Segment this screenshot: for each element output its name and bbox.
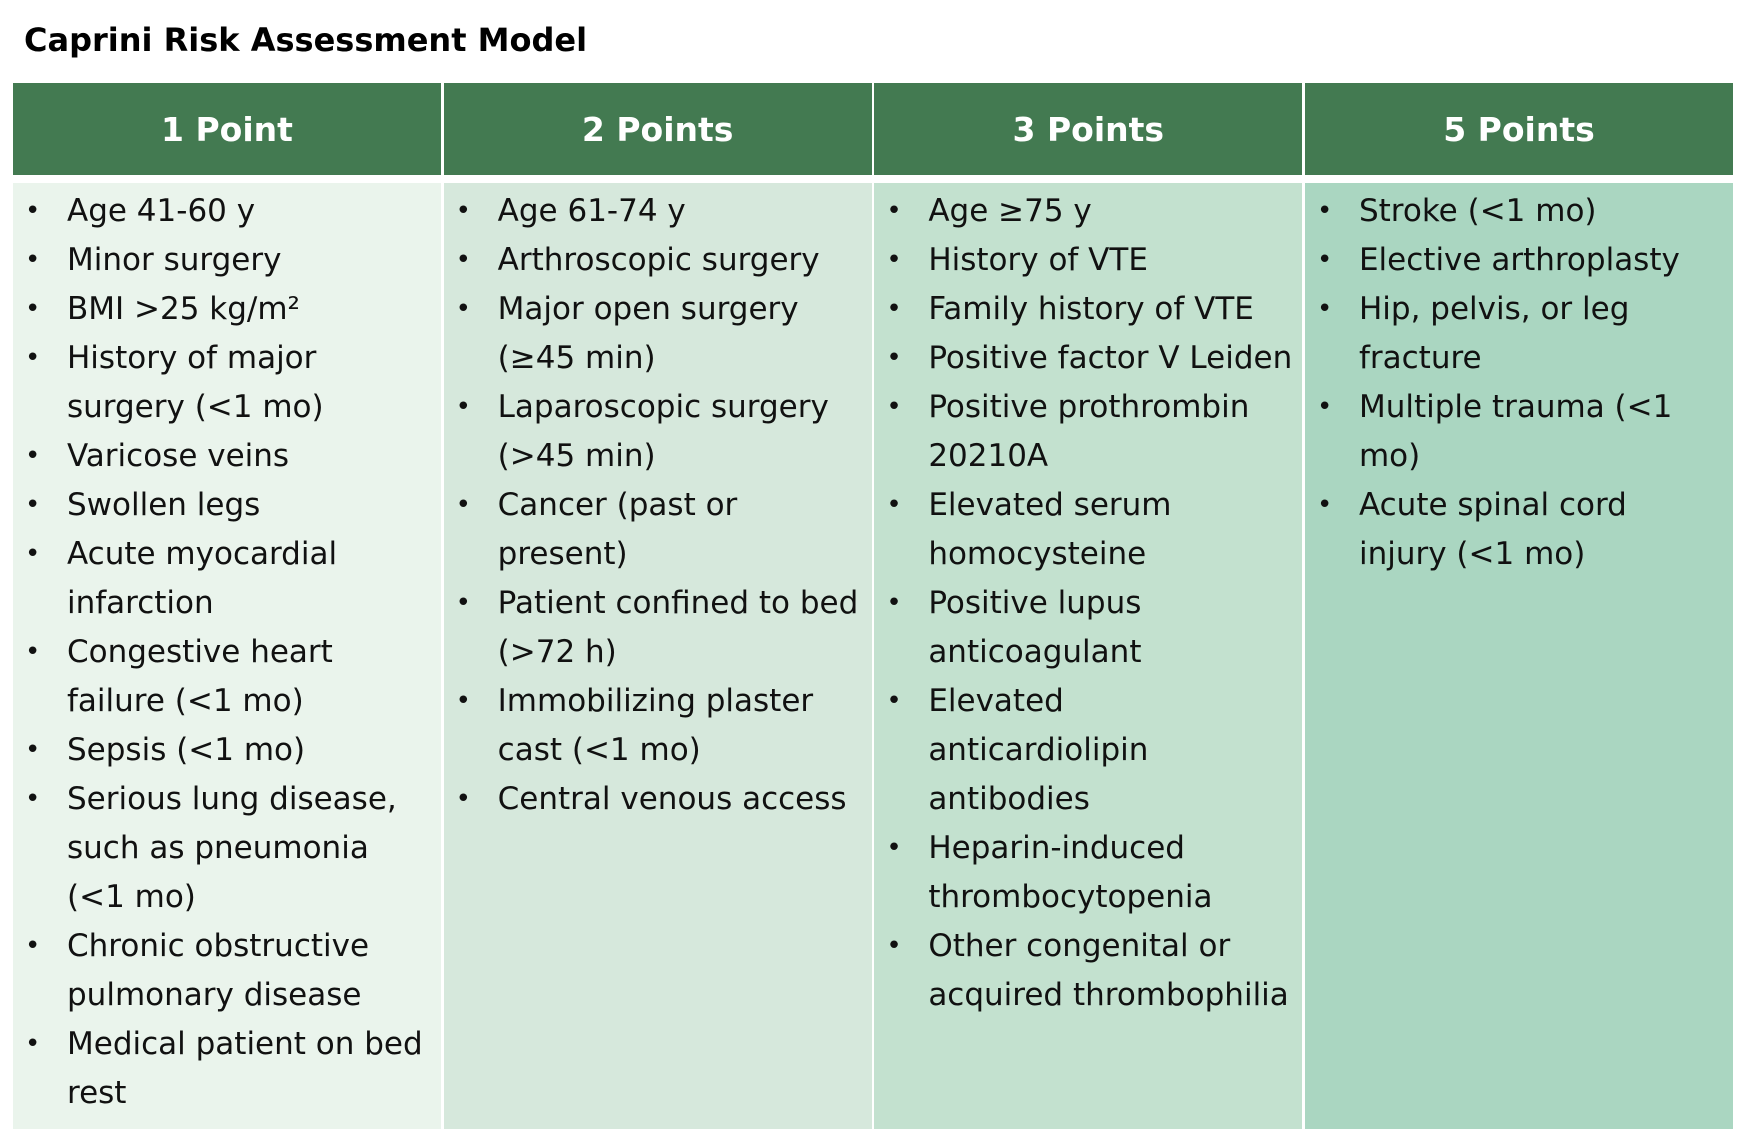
column-cell-5-points: Stroke (<1 mo)Elective arthroplastyHip, …	[1304, 183, 1733, 1129]
risk-factor-item: Multiple trauma (<1 mo)	[1317, 383, 1723, 481]
risk-table: 1 Point 2 Points 3 Points 5 Points Age 4…	[13, 83, 1733, 1129]
risk-factor-item: Arthroscopic surgery	[456, 236, 862, 285]
risk-factor-item: Age ≥75 y	[886, 187, 1292, 236]
risk-factor-item: Elevated serum homocysteine	[886, 481, 1292, 579]
risk-factor-list: Age ≥75 yHistory of VTEFamily history of…	[886, 187, 1292, 1020]
page-title: Caprini Risk Assessment Model	[24, 21, 588, 59]
risk-factor-item: History of major surgery (<1 mo)	[25, 334, 431, 432]
column-header-1-point: 1 Point	[13, 83, 441, 175]
column-header-3-points: 3 Points	[874, 83, 1303, 175]
risk-factor-item: Positive factor V Leiden	[886, 334, 1292, 383]
risk-factor-item: Patient confined to bed (>72 h)	[456, 579, 862, 677]
risk-factor-item: Heparin-induced thrombocytopenia	[886, 824, 1292, 922]
risk-factor-item: Stroke (<1 mo)	[1317, 187, 1723, 236]
risk-factor-item: Other congenital or acquired thrombophil…	[886, 922, 1292, 1020]
risk-factor-item: Serious lung disease, such as pneumonia …	[25, 775, 431, 922]
risk-factor-item: Chronic obstructive pulmonary disease	[25, 922, 431, 1020]
risk-factor-item: Age 61-74 y	[456, 187, 862, 236]
risk-factor-item: Acute myocardial infarction	[25, 530, 431, 628]
risk-factor-item: Positive lupus anticoagulant	[886, 579, 1292, 677]
column-header-2-points: 2 Points	[443, 83, 872, 175]
risk-factor-item: Congestive heart failure (<1 mo)	[25, 628, 431, 726]
risk-factor-item: Cancer (past or present)	[456, 481, 862, 579]
risk-factor-item: Medical patient on bed rest	[25, 1020, 431, 1118]
risk-factor-item: Sepsis (<1 mo)	[25, 726, 431, 775]
column-cell-3-points: Age ≥75 yHistory of VTEFamily history of…	[874, 183, 1303, 1129]
risk-factor-item: Swollen legs	[25, 481, 431, 530]
risk-factor-item: Varicose veins	[25, 432, 431, 481]
column-cell-2-points: Age 61-74 yArthroscopic surgeryMajor ope…	[443, 183, 872, 1129]
risk-factor-item: Age 41-60 y	[25, 187, 431, 236]
risk-factor-item: BMI >25 kg/m²	[25, 285, 431, 334]
risk-factor-item: Elective arthroplasty	[1317, 236, 1723, 285]
risk-factor-item: Family history of VTE	[886, 285, 1292, 334]
risk-factor-item: Major open surgery (≥45 min)	[456, 285, 862, 383]
risk-factor-list: Age 61-74 yArthroscopic surgeryMajor ope…	[456, 187, 862, 824]
risk-factor-item: Hip, pelvis, or leg fracture	[1317, 285, 1723, 383]
risk-factor-item: Minor surgery	[25, 236, 431, 285]
risk-factor-item: Immobilizing plaster cast (<1 mo)	[456, 677, 862, 775]
column-cell-1-point: Age 41-60 yMinor surgeryBMI >25 kg/m²His…	[13, 183, 441, 1129]
risk-factor-item: Positive prothrombin 20210A	[886, 383, 1292, 481]
risk-factor-item: Acute spinal cord injury (<1 mo)	[1317, 481, 1723, 579]
column-header-5-points: 5 Points	[1304, 83, 1733, 175]
risk-factor-item: Elevated anticardiolipin antibodies	[886, 677, 1292, 824]
risk-factor-item: Laparoscopic surgery (>45 min)	[456, 383, 862, 481]
risk-factor-list: Age 41-60 yMinor surgeryBMI >25 kg/m²His…	[25, 187, 431, 1118]
risk-factor-list: Stroke (<1 mo)Elective arthroplastyHip, …	[1317, 187, 1723, 579]
risk-factor-item: History of VTE	[886, 236, 1292, 285]
risk-factor-item: Central venous access	[456, 775, 862, 824]
